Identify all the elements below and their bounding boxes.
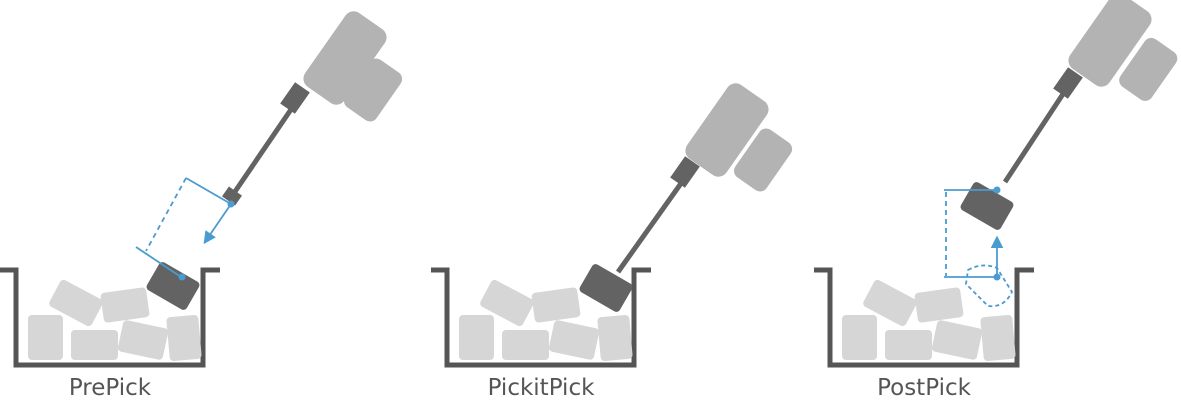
pick-point-marker — [993, 273, 1001, 281]
pick-point-marker — [178, 273, 186, 281]
bin-objects — [459, 279, 633, 361]
arm-shaft — [229, 106, 295, 198]
tool-housing — [685, 83, 769, 177]
bin — [431, 267, 651, 368]
object-box — [863, 279, 917, 327]
tool-housing — [303, 11, 387, 105]
tcp-marker — [227, 200, 235, 208]
panel-prepick — [0, 11, 403, 368]
arm-shaft — [615, 180, 685, 274]
panel-pickitpick — [431, 83, 793, 368]
gripper — [146, 262, 200, 310]
bin-objects — [842, 279, 1016, 361]
object-box — [842, 315, 877, 360]
object-box — [480, 279, 534, 327]
tool-collar — [1053, 67, 1083, 99]
arm-shaft — [1002, 92, 1066, 184]
bin-objects — [28, 279, 202, 361]
shaft-joint — [222, 186, 242, 206]
robot-arm — [1002, 0, 1178, 184]
tool-collar — [280, 82, 310, 114]
tool-housing — [1068, 0, 1152, 87]
object-box — [100, 287, 150, 323]
object-box — [459, 315, 494, 360]
object-box — [885, 330, 932, 360]
bin — [0, 267, 220, 368]
panel-label-prepick: PrePick — [68, 375, 152, 401]
tool-grip — [344, 58, 403, 122]
object-box — [914, 287, 964, 323]
object-box — [166, 315, 202, 361]
object-box — [117, 320, 169, 360]
gripper — [579, 264, 633, 312]
object-box — [597, 315, 633, 361]
object-box — [502, 330, 549, 360]
bin — [814, 267, 1034, 368]
object-box — [531, 287, 581, 323]
approach-annotation — [135, 177, 235, 281]
offset-line — [203, 203, 232, 245]
reference-line — [185, 177, 232, 205]
tool-grip — [734, 128, 793, 192]
gripper — [960, 182, 1014, 230]
tcp-marker — [993, 186, 1001, 194]
object-box — [548, 320, 600, 360]
tool-collar — [670, 156, 700, 188]
panel-label-postpick: PostPick — [877, 375, 971, 401]
object-box — [71, 330, 118, 360]
panel-postpick — [814, 0, 1178, 368]
dashed-line — [145, 177, 187, 252]
reference-line — [135, 246, 182, 278]
picked-object-outline — [965, 264, 1014, 308]
robot-arm — [222, 11, 403, 206]
retreat-annotation — [944, 186, 1014, 308]
object-box — [28, 315, 63, 360]
object-box — [931, 320, 983, 360]
panel-label-pickitpick: PickitPick — [487, 375, 595, 401]
tool-grip — [1119, 37, 1178, 101]
robot-arm — [615, 83, 793, 274]
object-box — [49, 279, 103, 327]
object-box — [980, 315, 1016, 361]
